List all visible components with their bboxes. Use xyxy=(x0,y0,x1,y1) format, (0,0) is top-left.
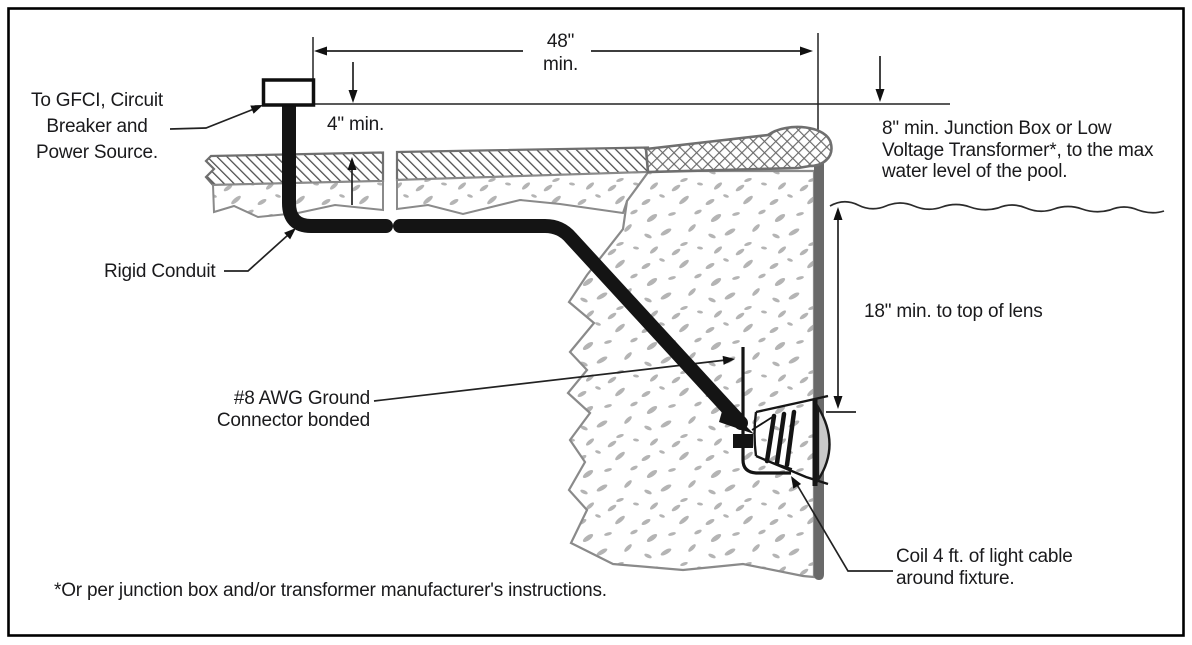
ground-bonding xyxy=(733,347,791,475)
ground-connector xyxy=(733,434,753,448)
rigid-conduit xyxy=(282,98,754,434)
label-ground-connector: #8 AWG Ground Connector bonded xyxy=(198,388,370,431)
label-rigid-conduit: Rigid Conduit xyxy=(104,261,216,282)
label-line: 8" min. Junction Box or Low xyxy=(882,118,1112,139)
pool-coping xyxy=(644,125,833,174)
label-junction-box-note: 8" min. Junction Box or Low Voltage Tran… xyxy=(882,118,1154,183)
dimension-18 xyxy=(826,207,856,413)
cable-exit xyxy=(766,460,793,470)
cable-coil xyxy=(764,409,797,468)
cable-entry xyxy=(751,415,775,431)
light-niche xyxy=(751,394,831,486)
label-gfci-power-source: To GFCI, Circuit Breaker and Power Sourc… xyxy=(20,88,174,166)
leader-rigid-conduit xyxy=(224,228,296,272)
leader-gfci xyxy=(169,105,263,130)
label-line: around fixture. xyxy=(896,567,1015,589)
arrowhead-48-left xyxy=(314,46,327,56)
label-dimension-4in: 4" min. xyxy=(327,114,385,135)
label-dimension-18in: 18" min. to top of lens xyxy=(864,301,1043,322)
label-line: water level of the pool. xyxy=(882,161,1068,182)
label-line: Coil 4 ft. of light cable xyxy=(896,546,1073,567)
conduit-tip xyxy=(719,404,754,434)
leader-coil-note xyxy=(791,476,893,572)
water-level-line xyxy=(829,200,1165,214)
label-line: Connector bonded xyxy=(216,409,370,431)
dimension-qualifier: min. xyxy=(542,54,579,75)
label-line: To GFCI, Circuit xyxy=(31,90,163,111)
label-line: Power Source. xyxy=(35,142,158,163)
label-footnote: *Or per junction box and/or transformer … xyxy=(54,580,607,601)
arrowhead-48-right xyxy=(800,46,813,56)
ground-wire xyxy=(741,347,791,475)
label-line: Voltage Transformer*, to the max xyxy=(882,139,1154,161)
label-line: #8 AWG Ground xyxy=(233,388,370,409)
leader-ground-connector xyxy=(373,355,735,402)
junction-box xyxy=(261,78,316,107)
light-lens xyxy=(816,402,831,485)
label-coil-note: Coil 4 ft. of light cable around fixture… xyxy=(896,546,1073,589)
dimension-4 xyxy=(347,62,358,205)
niche-top-edge xyxy=(755,394,829,414)
dimension-8 xyxy=(875,56,885,102)
dimension-value: 48" xyxy=(546,31,575,52)
niche-back-edge xyxy=(753,411,758,457)
label-dimension-48in: 48" min. xyxy=(508,30,613,76)
label-line: Breaker and xyxy=(46,116,148,137)
deck-base-left xyxy=(211,179,384,219)
